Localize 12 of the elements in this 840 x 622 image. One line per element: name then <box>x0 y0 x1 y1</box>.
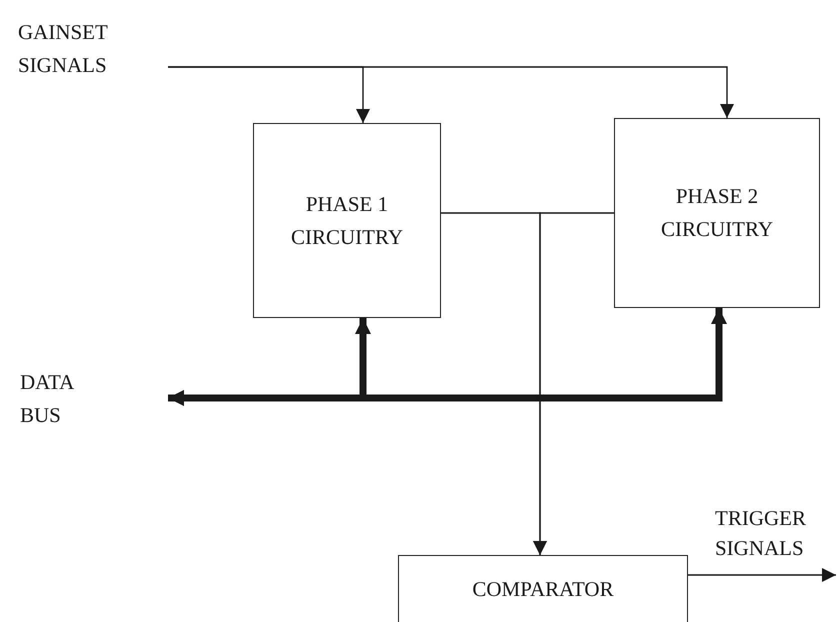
process-box <box>398 555 688 622</box>
box-label: PHASE 1 CIRCUITRY <box>290 190 404 250</box>
box-label: COMPARATOR <box>472 576 614 603</box>
edge-label: TRIGGER SIGNALS <box>715 505 807 562</box>
signal-label: DATA BUS <box>20 366 100 432</box>
signal-label: GAINSET SIGNALS <box>18 16 128 82</box>
process-box <box>614 118 820 308</box>
arrow <box>688 568 836 582</box>
box-label: PHASE 2 CIRCUITRY <box>660 183 774 243</box>
arrow <box>533 212 614 555</box>
arrow <box>168 66 734 118</box>
process-box <box>253 123 441 318</box>
